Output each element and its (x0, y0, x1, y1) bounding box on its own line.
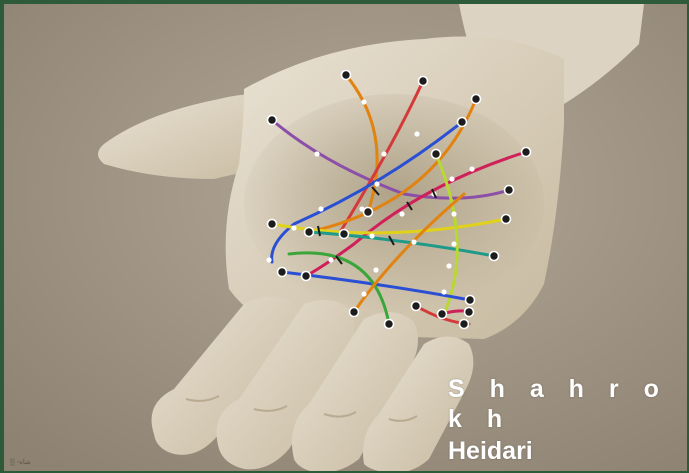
junction-node-icon (342, 71, 351, 80)
midpoint-dot-icon (446, 263, 451, 268)
junction-node-icon (505, 186, 514, 195)
midpoint-dot-icon (361, 99, 366, 104)
junction-node-icon (432, 150, 441, 159)
corner-watermark: ▒ -شاه (10, 458, 31, 466)
junction-node-icon (458, 118, 467, 127)
midpoint-dot-icon (361, 291, 366, 296)
midpoint-dot-icon (291, 225, 296, 230)
junction-node-icon (438, 310, 447, 319)
junction-node-icon (490, 252, 499, 261)
midpoint-dot-icon (441, 289, 446, 294)
midpoint-dot-icon (314, 151, 319, 156)
junction-node-icon (472, 95, 481, 104)
junction-node-icon (305, 228, 314, 237)
author-first-name: S h a h r o k h (448, 374, 687, 434)
junction-node-icon (465, 308, 474, 317)
junction-node-icon (460, 320, 469, 329)
midpoint-dot-icon (411, 239, 416, 244)
midpoint-dot-icon (373, 267, 378, 272)
author-last-name: Heidari (448, 434, 687, 468)
midpoint-dot-icon (469, 166, 474, 171)
junction-node-icon (385, 320, 394, 329)
midpoint-dot-icon (451, 211, 456, 216)
midpoint-dot-icon (266, 257, 271, 262)
midpoint-dot-icon (381, 151, 386, 156)
midpoint-dot-icon (374, 181, 379, 186)
junction-node-icon (268, 220, 277, 229)
junction-node-icon (466, 296, 475, 305)
junction-node-icon (302, 272, 311, 281)
junction-node-icon (340, 230, 349, 239)
junction-node-icon (278, 268, 287, 277)
midpoint-dot-icon (328, 257, 333, 262)
junction-node-icon (364, 208, 373, 217)
midpoint-dot-icon (451, 241, 456, 246)
junction-node-icon (502, 215, 511, 224)
midpoint-dot-icon (318, 206, 323, 211)
midpoint-dot-icon (414, 131, 419, 136)
midpoint-dot-icon (449, 176, 454, 181)
junction-node-icon (268, 116, 277, 125)
midpoint-dot-icon (369, 233, 374, 238)
junction-node-icon (522, 148, 531, 157)
junction-node-icon (412, 302, 421, 311)
midpoint-dot-icon (399, 211, 404, 216)
author-caption: S h a h r o k h Heidari (448, 374, 687, 468)
junction-node-icon (419, 77, 428, 86)
junction-node-icon (350, 308, 359, 317)
